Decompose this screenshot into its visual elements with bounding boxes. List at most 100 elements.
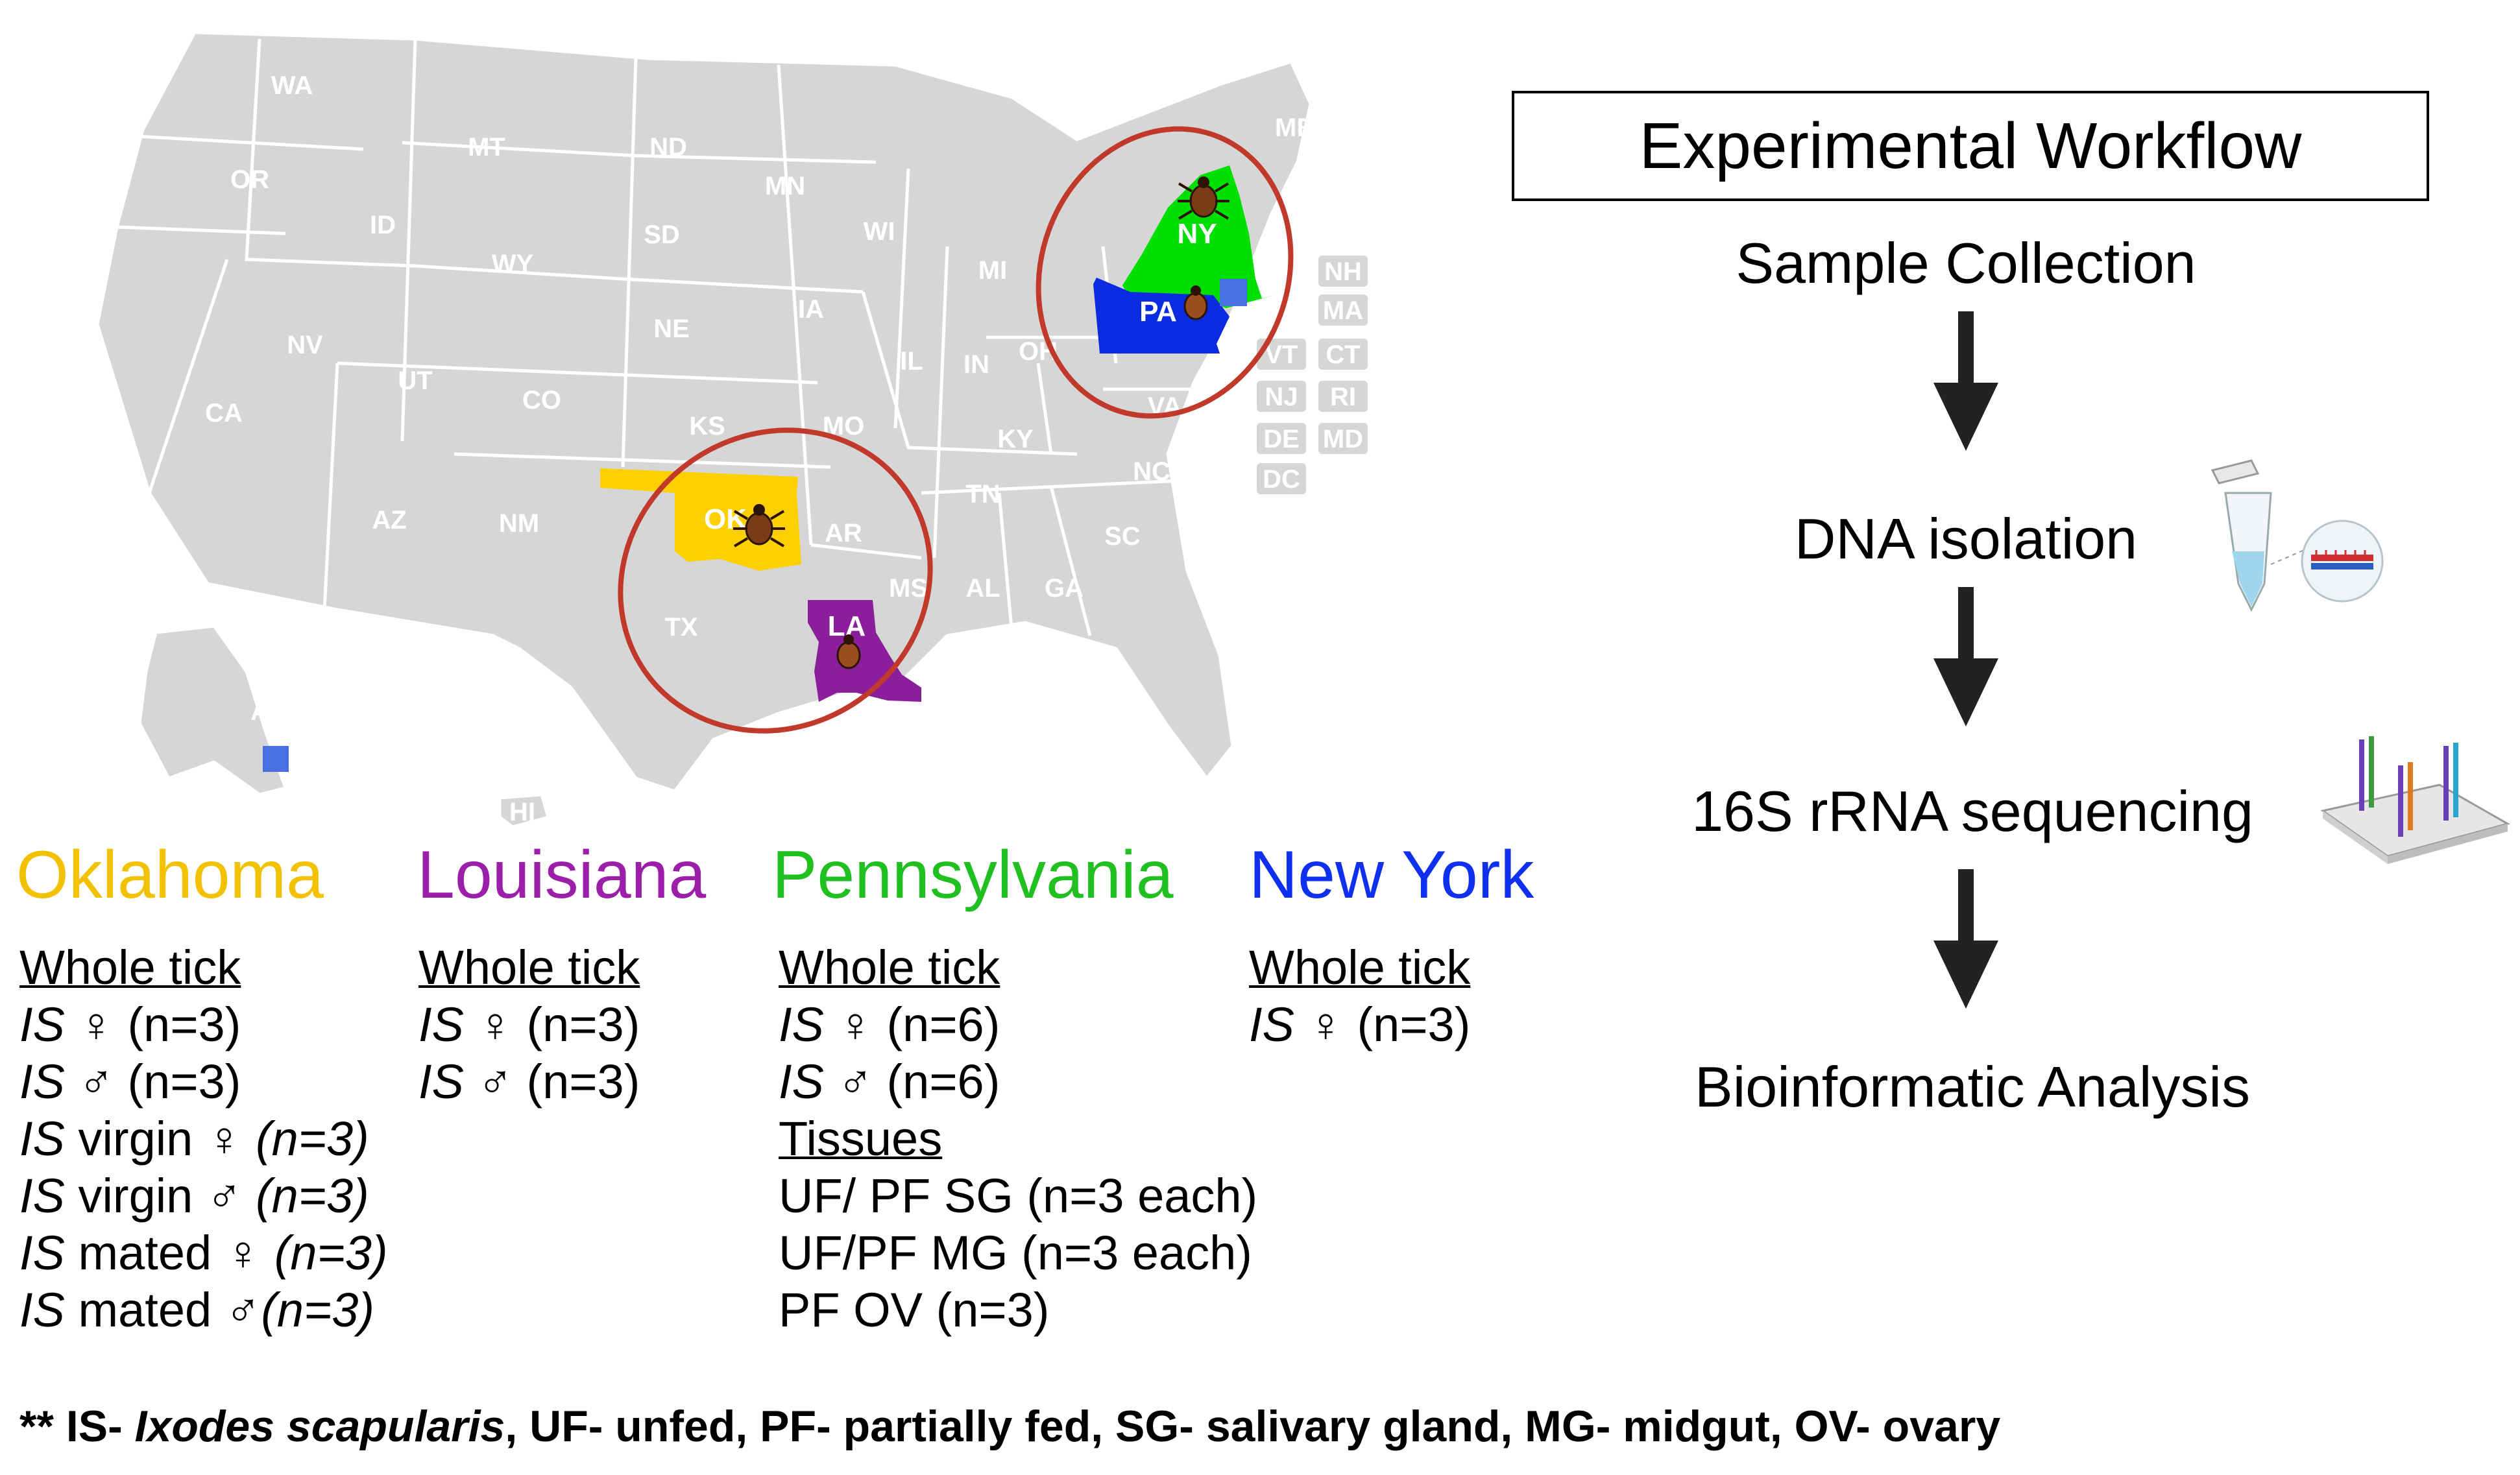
- step-sample-collection: Sample Collection: [1736, 231, 2196, 295]
- svg-text:MN: MN: [765, 172, 805, 200]
- svg-text:CA: CA: [205, 399, 243, 427]
- svg-text:SC: SC: [1104, 522, 1141, 551]
- svg-text:IA: IA: [798, 295, 824, 324]
- sequencing-chip-icon: [2320, 736, 2510, 864]
- tube-icon: [2211, 459, 2384, 612]
- svg-text:MI: MI: [978, 256, 1007, 285]
- louisiana-samples: Whole tick IS ♀ (n=3) IS ♂ (n=3): [418, 939, 640, 1110]
- hawaii-shape: [498, 793, 550, 829]
- svg-text:CO: CO: [522, 386, 561, 414]
- svg-text:NY: NY: [1177, 218, 1217, 250]
- svg-text:ND: ND: [649, 133, 687, 162]
- oklahoma-samples: Whole tick IS ♀ (n=3) IS ♂ (n=3) IS virg…: [19, 939, 388, 1339]
- step-bioinformatic-analysis: Bioinformatic Analysis: [1695, 1055, 2250, 1119]
- section-header: Whole tick: [418, 941, 640, 994]
- svg-text:KY: KY: [997, 425, 1034, 453]
- svg-text:TX: TX: [664, 613, 697, 642]
- svg-text:GA: GA: [1045, 574, 1084, 603]
- tick-icon: [836, 634, 861, 669]
- alaska-marker: [263, 746, 289, 772]
- state-name-oklahoma: Oklahoma: [16, 837, 324, 913]
- svg-text:MT: MT: [468, 133, 505, 162]
- svg-text:WY: WY: [492, 250, 534, 278]
- us-mainland-shape: [95, 30, 1313, 793]
- svg-text:RI: RI: [1330, 383, 1356, 411]
- svg-text:PA: PA: [1139, 296, 1177, 328]
- svg-text:AL: AL: [965, 574, 1000, 603]
- oklahoma-shape: [600, 468, 801, 571]
- sample-line: IS ♂ (n=3): [19, 1055, 241, 1109]
- tick-icon: [1178, 176, 1230, 220]
- pennsylvania-samples: Whole tick IS ♀ (n=6) IS ♂ (n=6) Tissues…: [779, 939, 1257, 1339]
- svg-text:UT: UT: [398, 366, 432, 395]
- footnote: ** IS- Ixodes scapularis, UF- unfed, PF-…: [19, 1402, 2001, 1451]
- step-16s-sequencing: 16S rRNA sequencing: [1691, 779, 2253, 843]
- svg-text:OR: OR: [230, 165, 269, 194]
- svg-text:MS: MS: [889, 574, 928, 603]
- sample-line: IS ♀ (n=6): [779, 998, 1000, 1051]
- sample-line: IS ♂ (n=3): [418, 1055, 640, 1109]
- tissues-header: Tissues: [779, 1112, 943, 1166]
- section-header: Whole tick: [19, 941, 241, 994]
- svg-text:MD: MD: [1323, 425, 1363, 453]
- south-region-circle: [618, 427, 933, 734]
- sample-line: IS virgin ♂ (n=3): [19, 1169, 369, 1223]
- alaska-shape: [138, 624, 287, 797]
- svg-text:AR: AR: [825, 519, 862, 547]
- small-state-marker: [1220, 279, 1247, 306]
- arrow-down-icon: [1933, 311, 1998, 451]
- tick-icon: [733, 504, 785, 547]
- sample-line: IS ♂ (n=6): [779, 1055, 1000, 1109]
- svg-text:DC: DC: [1263, 465, 1300, 494]
- new-york-samples: Whole tick IS ♀ (n=3): [1249, 939, 1470, 1053]
- state-name-new-york: New York: [1249, 837, 1534, 913]
- section-header: Whole tick: [779, 941, 1000, 994]
- svg-text:NM: NM: [499, 509, 539, 538]
- new-york-shape: [1122, 165, 1275, 308]
- svg-text:MA: MA: [1323, 296, 1363, 325]
- svg-text:DE: DE: [1263, 425, 1300, 453]
- tissue-line: UF/PF MG (n=3 each): [779, 1226, 1252, 1280]
- section-header: Whole tick: [1249, 941, 1471, 994]
- svg-text:NV: NV: [287, 331, 323, 359]
- svg-text:NE: NE: [653, 315, 690, 343]
- sample-line: IS ♀ (n=3): [1249, 998, 1471, 1051]
- svg-text:WA: WA: [271, 71, 313, 100]
- svg-text:OK: OK: [704, 503, 747, 535]
- svg-text:HI: HI: [509, 798, 535, 826]
- svg-text:KS: KS: [689, 412, 725, 440]
- workflow-title: Experimental Workflow: [1512, 91, 2429, 201]
- louisiana-shape: [808, 600, 921, 702]
- state-name-pennsylvania: Pennsylvania: [772, 837, 1174, 913]
- svg-text:SD: SD: [644, 221, 680, 249]
- tissue-line: PF OV (n=3): [779, 1283, 1050, 1337]
- svg-text:ID: ID: [370, 211, 396, 239]
- sample-line: IS mated ♂(n=3): [19, 1283, 375, 1337]
- tick-icon: [1183, 285, 1208, 320]
- svg-text:AZ: AZ: [372, 506, 406, 534]
- svg-text:IN: IN: [963, 350, 989, 379]
- svg-text:ME: ME: [1275, 114, 1314, 142]
- svg-text:TN: TN: [965, 480, 1000, 509]
- svg-text:NH: NH: [1324, 258, 1362, 286]
- svg-text:VT: VT: [1265, 341, 1298, 369]
- svg-text:AK: AK: [250, 697, 288, 726]
- svg-text:CT: CT: [1326, 341, 1360, 369]
- svg-text:NJ: NJ: [1265, 383, 1298, 411]
- sample-line: IS ♀ (n=3): [418, 998, 640, 1051]
- sample-line: IS ♀ (n=3): [19, 998, 241, 1051]
- northeast-region-circle: [1036, 126, 1294, 419]
- svg-text:IL: IL: [900, 347, 923, 376]
- svg-text:WI: WI: [864, 217, 895, 246]
- arrow-down-icon: [1933, 869, 1998, 1009]
- tissue-line: UF/ PF SG (n=3 each): [779, 1169, 1258, 1223]
- sample-line: IS mated ♀ (n=3): [19, 1226, 388, 1280]
- arrow-down-icon: [1933, 587, 1998, 726]
- us-map: WA OR CA ID NV MT WY UT AZ CO NM ND SD N…: [95, 30, 1370, 829]
- state-labels: WA OR CA ID NV MT WY UT AZ CO NM ND SD N…: [205, 71, 1363, 826]
- step-dna-isolation: DNA isolation: [1794, 507, 2138, 571]
- sample-line: IS virgin ♀ (n=3): [19, 1112, 369, 1166]
- svg-text:NC: NC: [1133, 457, 1170, 486]
- state-name-louisiana: Louisiana: [417, 837, 707, 913]
- svg-text:FL: FL: [1126, 720, 1158, 749]
